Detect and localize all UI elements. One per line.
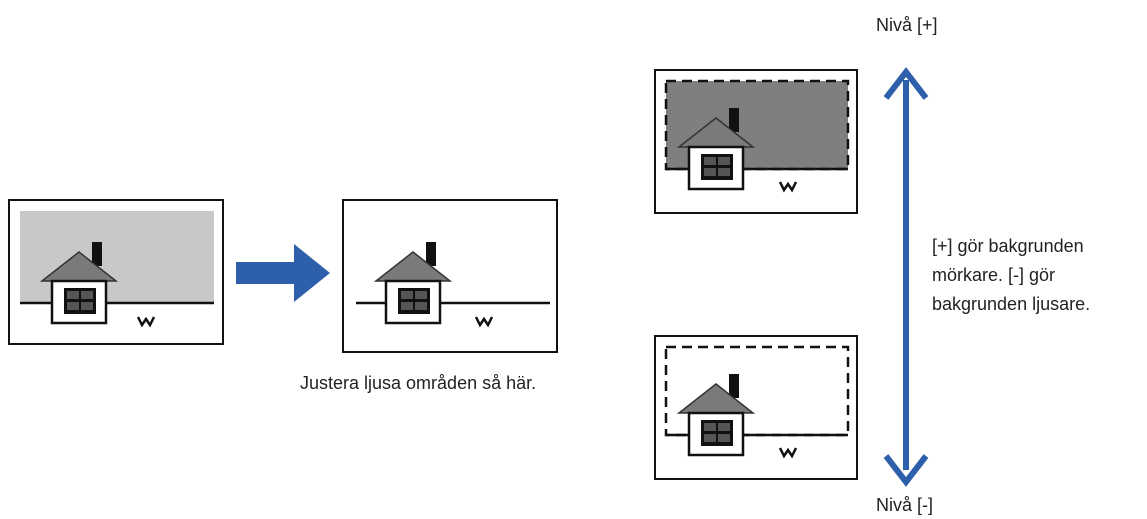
level-plus-label: Nivå [+] bbox=[876, 15, 938, 35]
adjust-caption: Justera ljusa områden så här. bbox=[300, 373, 537, 393]
grass-icon bbox=[474, 316, 494, 328]
grass-icon bbox=[778, 447, 798, 459]
house-icon bbox=[676, 374, 756, 457]
original-scene bbox=[20, 211, 214, 328]
light-background-area bbox=[20, 211, 214, 303]
level-minus-scene bbox=[664, 345, 850, 459]
level-minus-label: Nivå [-] bbox=[876, 495, 934, 515]
house-icon bbox=[39, 242, 119, 325]
grass-icon bbox=[778, 181, 798, 193]
arrow-right-icon bbox=[236, 244, 330, 302]
grass-icon bbox=[136, 316, 156, 328]
adjusted-image-panel bbox=[342, 199, 558, 353]
level-plus-panel bbox=[654, 69, 858, 214]
level-minus-panel bbox=[654, 335, 858, 480]
level-plus-scene bbox=[664, 79, 850, 193]
level-description: [+] gör bakgrunden mörkare. [-] gör bakg… bbox=[932, 236, 1091, 314]
original-image-panel bbox=[8, 199, 224, 345]
house-icon bbox=[676, 108, 756, 191]
adjusted-scene bbox=[356, 242, 550, 328]
double-vertical-arrow-icon bbox=[883, 67, 929, 487]
house-icon bbox=[373, 242, 453, 325]
